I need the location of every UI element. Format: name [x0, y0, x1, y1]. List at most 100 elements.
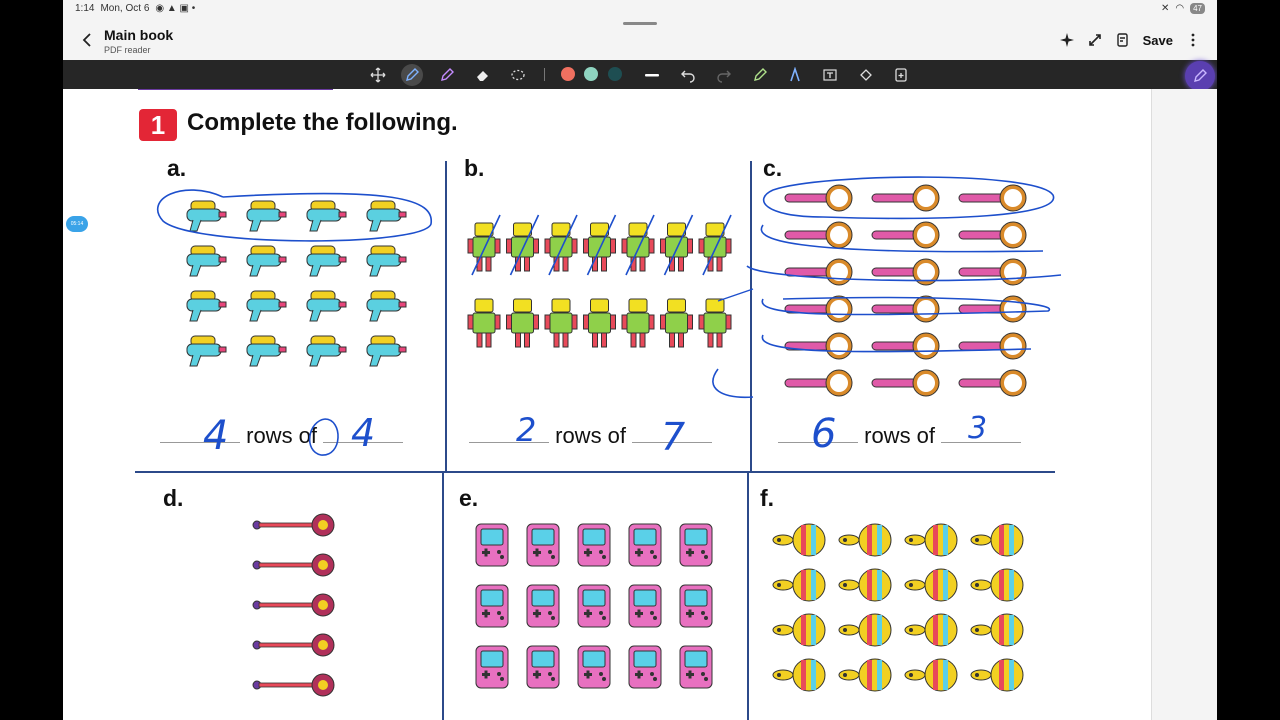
highlighter-button[interactable] — [749, 64, 771, 86]
water-gun-picture — [246, 200, 287, 232]
water-gun-picture — [306, 245, 347, 277]
page-margin — [1151, 89, 1217, 720]
robot-picture — [698, 298, 732, 348]
wand-picture — [252, 513, 335, 537]
handwritten-answer-b-cols: 7 — [661, 415, 686, 459]
game-console-picture — [526, 584, 560, 628]
pen-tool-button[interactable] — [401, 64, 423, 86]
undo-icon — [681, 70, 695, 83]
header-rule — [138, 89, 333, 90]
racket-picture — [784, 221, 853, 249]
answer-line-a: rows of — [160, 421, 404, 449]
page-settings-icon[interactable] — [1115, 32, 1131, 48]
ai-sparkle-icon[interactable] — [1059, 32, 1075, 48]
maraca-picture — [970, 523, 1024, 557]
text-tool-button[interactable] — [819, 64, 841, 86]
wand-picture — [252, 633, 335, 657]
lasso-tool-button[interactable] — [507, 64, 529, 86]
answer-blank[interactable] — [160, 421, 240, 443]
water-gun-picture — [366, 290, 407, 322]
robot-picture — [506, 222, 539, 272]
maraca-picture — [904, 658, 958, 692]
maraca-picture — [970, 613, 1024, 647]
section-label-d: d. — [163, 485, 184, 511]
status-bar: 1:14 Mon, Oct 6 ◉ ▲ ▣ • ✕ ◠ 47 — [63, 0, 1217, 18]
redo-button[interactable] — [713, 64, 735, 86]
maraca-picture — [904, 568, 958, 602]
robot-picture — [698, 222, 732, 272]
racket-picture — [871, 332, 940, 360]
maraca-picture — [838, 523, 892, 557]
racket-picture — [784, 295, 853, 323]
lasso-icon — [511, 69, 525, 81]
question-text: Complete the following. — [187, 109, 458, 136]
maraca-picture — [904, 613, 958, 647]
racket-picture — [871, 258, 940, 286]
maraca-picture — [772, 613, 826, 647]
stroke-width-button[interactable] — [641, 64, 663, 86]
water-gun-picture — [306, 290, 347, 322]
handwritten-answer-c-cols: 3 — [968, 411, 988, 446]
notification-icons: ◉ ▲ ▣ • — [155, 3, 196, 14]
back-arrow-icon[interactable] — [79, 32, 95, 48]
document-subtitle: PDF reader — [104, 45, 151, 55]
section-label-b: b. — [464, 155, 485, 181]
color-swatch-teal[interactable] — [608, 67, 622, 81]
pen-icon — [1194, 69, 1207, 82]
answer-blank[interactable] — [778, 421, 858, 443]
move-tool-button[interactable] — [367, 64, 389, 86]
robot-picture — [506, 298, 539, 348]
game-console-picture — [577, 523, 611, 567]
status-date: Mon, Oct 6 — [100, 3, 150, 14]
stroke-width-icon — [645, 74, 659, 77]
maraca-picture — [772, 568, 826, 602]
game-console-picture — [475, 523, 509, 567]
color-swatch-coral[interactable] — [561, 67, 575, 81]
water-gun-picture — [366, 245, 407, 277]
game-console-picture — [628, 584, 662, 628]
game-console-picture — [577, 584, 611, 628]
water-gun-picture — [246, 290, 287, 322]
handwritten-answer-c-rows: 6 — [811, 411, 837, 457]
eraser-tool-button[interactable] — [472, 64, 494, 86]
redo-icon — [717, 70, 731, 83]
water-gun-picture — [186, 245, 227, 277]
handwritten-answer-a-rows: 4 — [203, 413, 229, 459]
grid-divider — [445, 161, 447, 472]
timecode-badge[interactable]: 05:14 — [66, 216, 88, 232]
pdf-page[interactable]: 1 Complete the following. a. b. c. d. e.… — [63, 89, 1151, 720]
game-console-picture — [628, 523, 662, 567]
maraca-picture — [772, 658, 826, 692]
save-button[interactable]: Save — [1142, 32, 1173, 48]
grid-divider — [750, 161, 752, 472]
maraca-picture — [970, 658, 1024, 692]
racket-picture — [871, 369, 940, 397]
drag-handle[interactable] — [623, 22, 657, 25]
robot-picture — [467, 298, 501, 348]
answer-blank[interactable] — [469, 421, 549, 443]
handwritten-answer-a-cols: 4 — [351, 411, 376, 455]
racket-picture — [784, 184, 853, 212]
fill-icon — [860, 69, 872, 81]
maraca-picture — [970, 568, 1024, 602]
marker-tool-button[interactable] — [436, 64, 458, 86]
answer-blank[interactable] — [632, 421, 713, 443]
racket-picture — [958, 332, 1027, 360]
wand-picture — [252, 673, 335, 697]
undo-button[interactable] — [677, 64, 699, 86]
section-label-f: f. — [760, 485, 775, 511]
robot-picture — [583, 222, 616, 272]
insert-button[interactable] — [890, 64, 912, 86]
shape-recognition-button[interactable] — [784, 64, 806, 86]
color-swatch-mint[interactable] — [584, 67, 598, 81]
expand-icon[interactable] — [1087, 32, 1103, 48]
answer-blank[interactable] — [941, 421, 1022, 443]
water-gun-picture — [186, 335, 227, 367]
answer-blank[interactable] — [323, 421, 404, 443]
water-gun-picture — [306, 335, 347, 367]
more-options-icon[interactable] — [1185, 32, 1201, 48]
pen-fab-button[interactable] — [1185, 61, 1215, 91]
game-console-picture — [475, 645, 509, 689]
robot-picture — [621, 298, 655, 348]
fill-tool-button[interactable] — [855, 64, 877, 86]
